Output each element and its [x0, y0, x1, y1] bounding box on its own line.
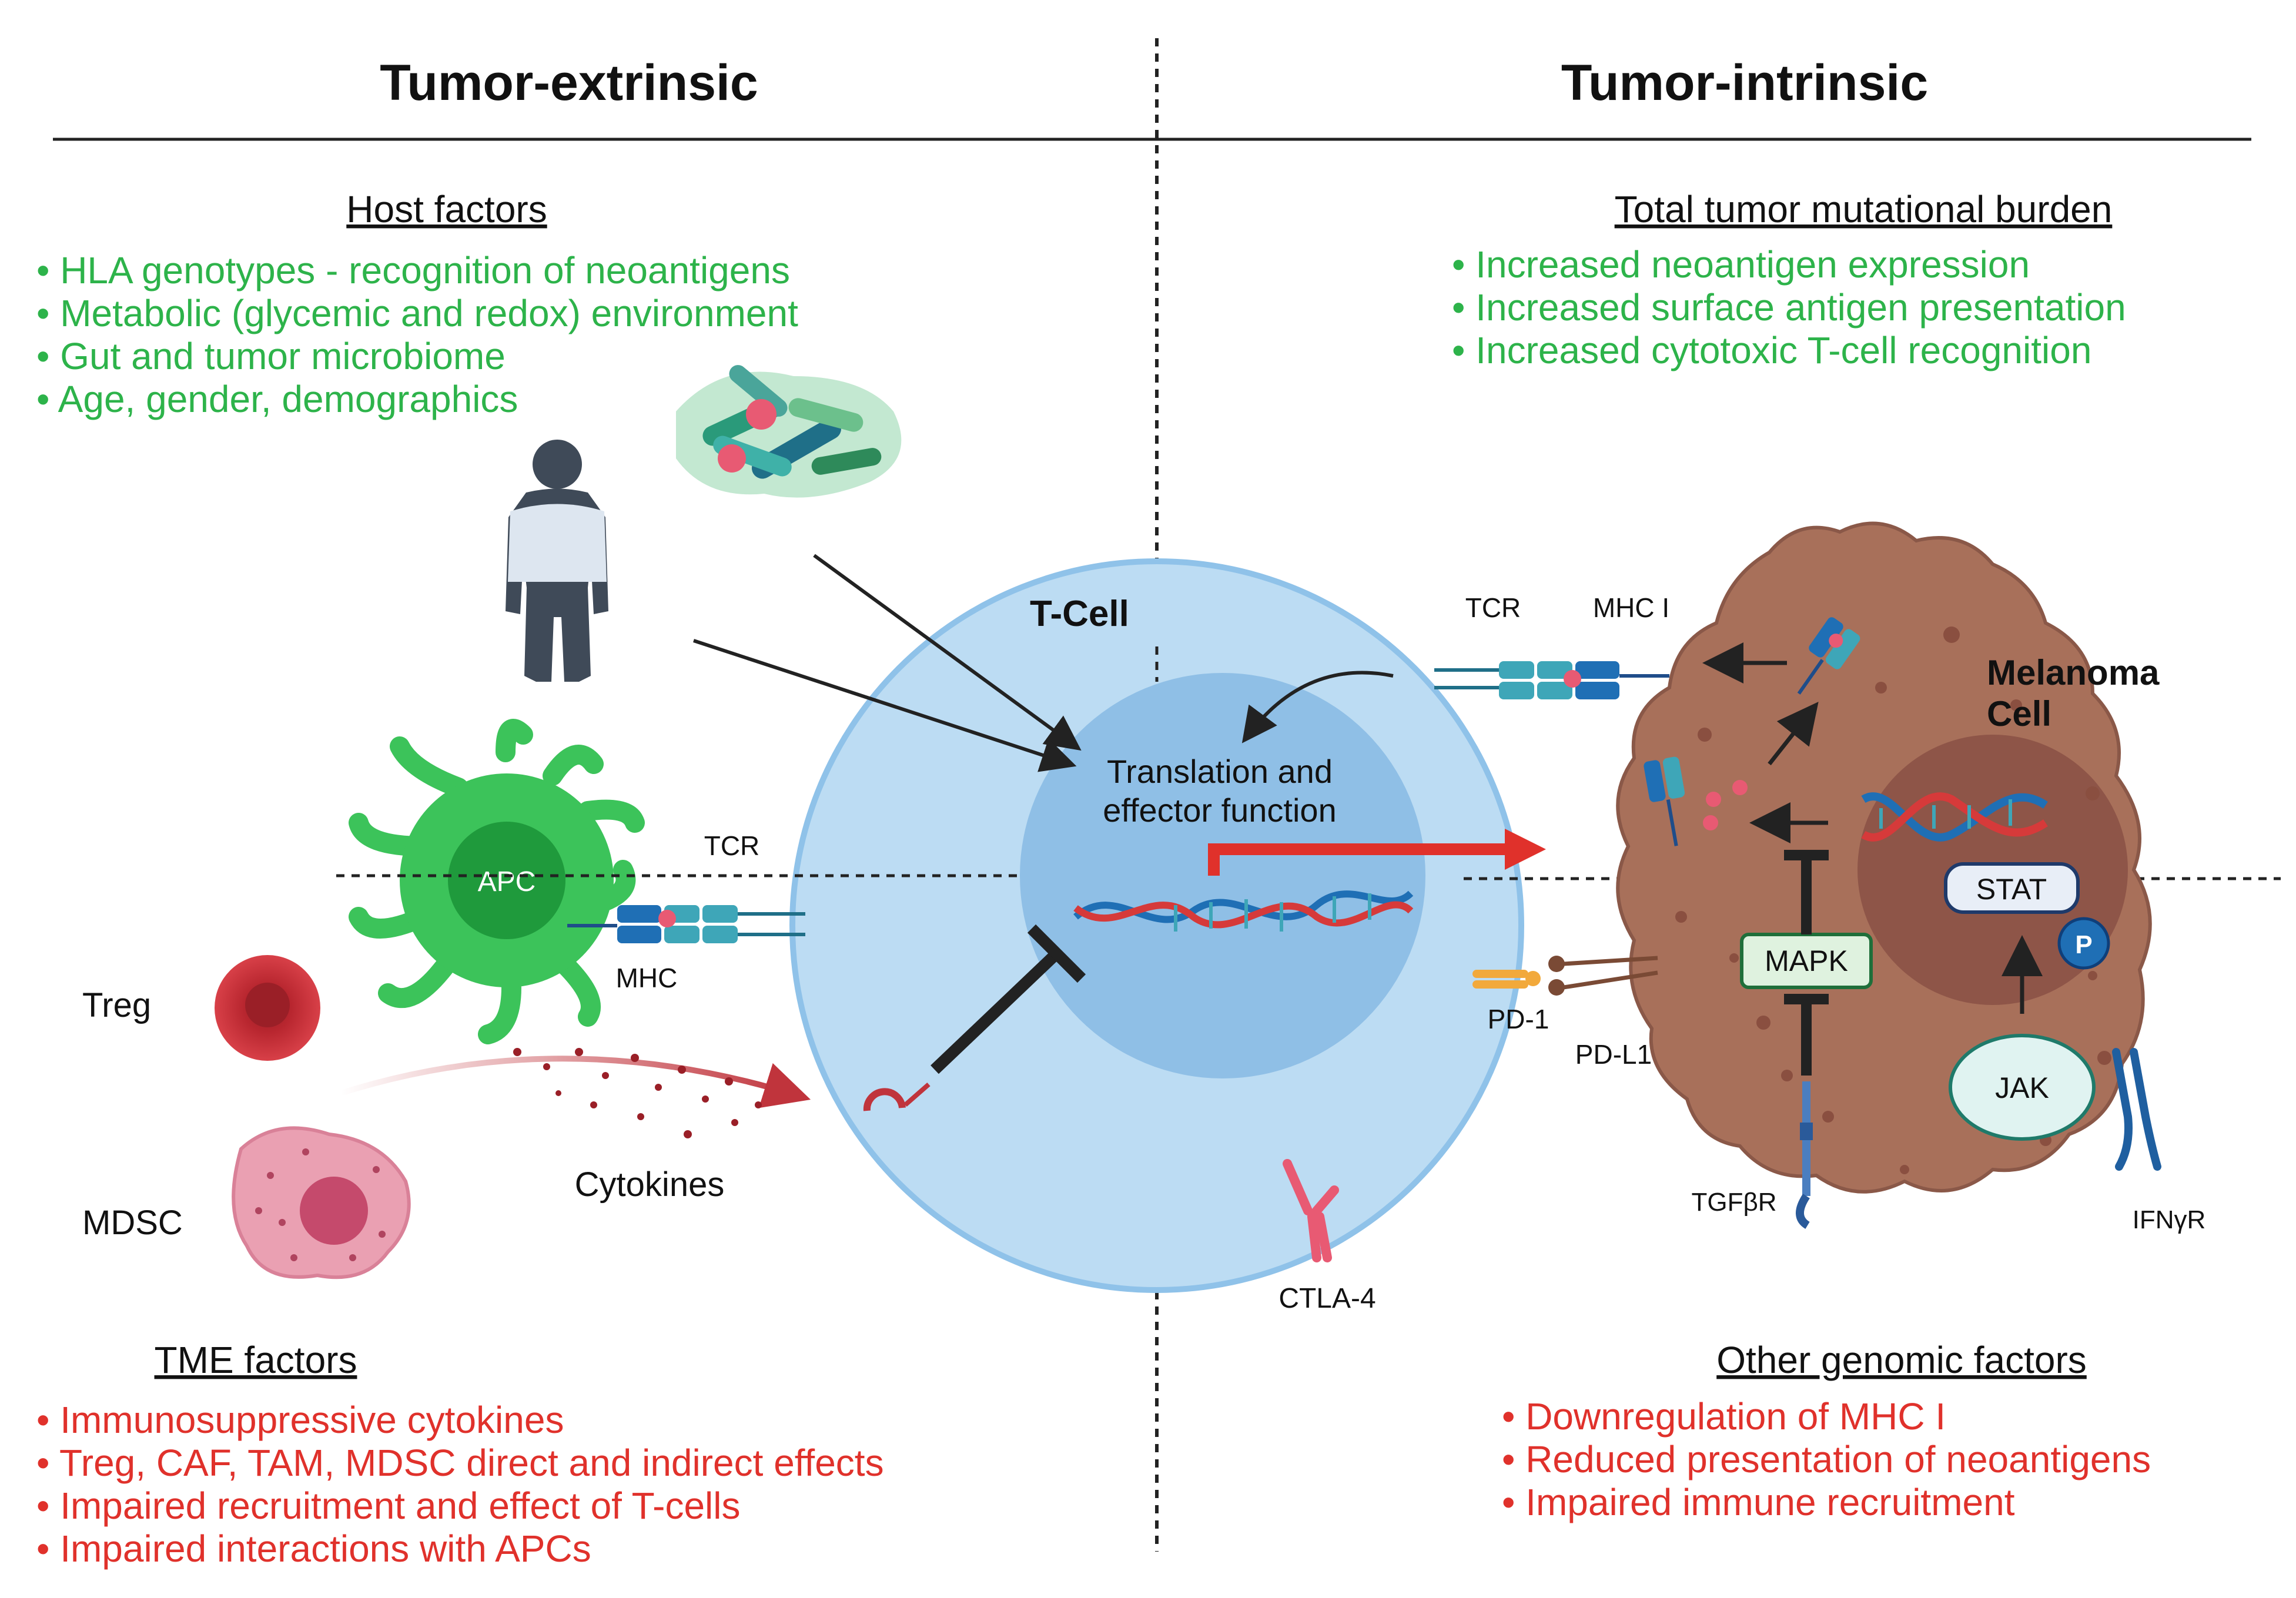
apc-label: APC — [478, 866, 536, 897]
to-mhc-arrow — [1768, 702, 1819, 766]
mhc1-label: MHC I — [1593, 592, 1669, 623]
jak-label: JAK — [1995, 1071, 2049, 1104]
tcr-mhc-complex-left — [567, 905, 805, 943]
cytokine-arrow — [340, 1056, 811, 1108]
apc-cell-icon — [349, 719, 645, 1044]
melanoma-speckles-icon — [1675, 627, 2111, 1174]
pdl1-label: PD-L1 — [1575, 1039, 1652, 1070]
mhc-label-left: MHC — [616, 963, 678, 993]
ctla4-icon — [1283, 1159, 1339, 1262]
tcr-mhc-complex-right — [1434, 661, 1669, 699]
t-cell-label: T-Cell — [1030, 594, 1129, 634]
cytokines-label: Cytokines — [575, 1165, 725, 1204]
person-icon — [506, 440, 608, 682]
tme-factor-item: • Treg, CAF, TAM, MDSC direct and indire… — [36, 1442, 884, 1484]
other-genomic-title: Other genomic factors — [1716, 1339, 2087, 1381]
tme-factor-item: • Impaired interactions with APCs — [36, 1527, 591, 1570]
tme-factors-title: TME factors — [155, 1339, 357, 1381]
host-factor-item: • Gut and tumor microbiome — [36, 335, 506, 377]
receptor-icon — [863, 1082, 931, 1111]
cytokine-dots-icon — [513, 1048, 762, 1138]
tmb-item: • Increased surface antigen presentation — [1452, 286, 2126, 329]
phospho-label: P — [2075, 930, 2092, 959]
melanoma-label-1: Melanoma — [1987, 653, 2160, 692]
other-genomic-item: • Downregulation of MHC I — [1502, 1395, 1946, 1438]
mdsc-cell-icon — [232, 1126, 411, 1279]
tcr-signal-arrow — [1241, 671, 1394, 743]
tgfbr-label: TGFβR — [1691, 1188, 1776, 1217]
pdl1-ligand-icon — [1548, 956, 1658, 996]
melanoma-dna-icon — [1861, 792, 2048, 842]
translation-label-2: effector function — [1103, 792, 1336, 829]
treg-cell-icon — [215, 955, 320, 1061]
treg-label: Treg — [82, 986, 151, 1024]
tme-factor-item: • Impaired recruitment and effect of T-c… — [36, 1485, 740, 1527]
header-tumor-intrinsic: Tumor-intrinsic — [1561, 55, 1928, 111]
pd1-label: PD-1 — [1488, 1004, 1549, 1034]
peptide-dots-icon — [1703, 780, 1748, 830]
translation-label-1: Translation and — [1107, 753, 1333, 790]
mhc-inner-icon-1 — [1797, 617, 1860, 695]
pd1-receptor-icon — [1472, 970, 1541, 989]
host-factors-title: Host factors — [346, 188, 547, 230]
ifngr-receptor-icon — [2112, 1048, 2161, 1171]
t-cell-nucleus — [1020, 673, 1425, 1078]
tme-factor-item: • Immunosuppressive cytokines — [36, 1399, 564, 1441]
host-arrow-2 — [693, 639, 1077, 772]
tme-factors-list: • Immunosuppressive cytokines • Treg, CA… — [36, 1399, 884, 1570]
melanoma-label-2: Cell — [1987, 694, 2051, 733]
tmb-item: • Increased cytotoxic T-cell recognition — [1452, 329, 2091, 371]
tcr-label-right: TCR — [1465, 592, 1521, 623]
tcell-dna-icon — [1073, 890, 1414, 932]
mapk-label: MAPK — [1765, 944, 1848, 977]
host-arrow-1 — [813, 554, 1082, 751]
tgfbr-receptor-icon — [1796, 1081, 1813, 1229]
tmb-title: Total tumor mutational burden — [1615, 188, 2113, 230]
stat-label: STAT — [1976, 873, 2047, 906]
other-genomic-item: • Reduced presentation of neoantigens — [1502, 1438, 2151, 1480]
tmb-item: • Increased neoantigen expression — [1452, 243, 2030, 286]
other-genomic-item: • Impaired immune recruitment — [1502, 1481, 2015, 1523]
host-factor-item: • Metabolic (glycemic and redox) environ… — [36, 292, 798, 334]
microbiome-icon — [676, 365, 902, 498]
host-factors-list: • HLA genotypes - recognition of neoanti… — [36, 249, 798, 420]
jak-oval — [1949, 1034, 2096, 1141]
ctla4-label: CTLA-4 — [1278, 1283, 1375, 1314]
mdsc-label: MDSC — [82, 1204, 183, 1242]
tcr-label-left: TCR — [704, 830, 760, 861]
stat-box — [1944, 862, 2080, 914]
ifngr-label: IFNγR — [2133, 1205, 2206, 1234]
host-factor-item: • HLA genotypes - recognition of neoanti… — [36, 249, 790, 292]
other-genomic-list: • Downregulation of MHC I • Reduced pres… — [1502, 1395, 2151, 1523]
inhibition-line — [931, 947, 1062, 1074]
tmb-list: • Increased neoantigen expression • Incr… — [1452, 243, 2126, 371]
effector-red-arrow — [1208, 843, 1505, 876]
header-tumor-extrinsic: Tumor-extrinsic — [380, 55, 758, 111]
host-factor-item: • Age, gender, demographics — [36, 378, 518, 420]
mhc-inner-icon-2 — [1644, 756, 1685, 846]
phospho-badge — [2057, 917, 2110, 970]
